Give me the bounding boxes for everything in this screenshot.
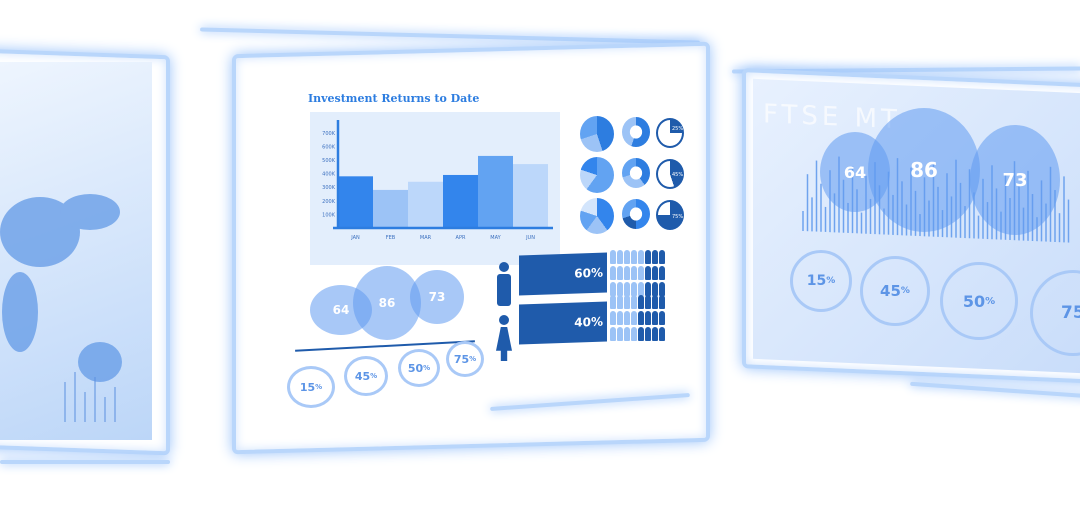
x-tick-label: MAY xyxy=(490,235,501,241)
glow-line xyxy=(910,381,1080,399)
person-icon xyxy=(624,295,630,309)
person-icon xyxy=(638,295,644,309)
percent-pie-75: 75% xyxy=(656,200,684,230)
person-icon xyxy=(631,266,637,280)
right-ring-15: 15% xyxy=(790,250,852,312)
person-icon xyxy=(631,311,637,325)
right-ring-45: 45% xyxy=(860,256,930,326)
person-icon xyxy=(624,250,630,264)
left-screen-world-map xyxy=(0,62,152,440)
ring-50: 50% xyxy=(398,349,440,387)
x-tick-label: APR xyxy=(456,235,466,241)
person-icon xyxy=(638,282,644,296)
person-icon xyxy=(659,311,665,325)
donut-chart xyxy=(622,199,650,229)
person-icon xyxy=(617,250,623,264)
person-icon xyxy=(652,250,658,264)
person-icon xyxy=(617,266,623,280)
percent-pie-25: 25% xyxy=(656,118,684,148)
y-tick-label: 200K xyxy=(322,199,336,205)
person-icon xyxy=(610,282,616,296)
person-icon xyxy=(617,282,623,296)
y-tick-label: 300K xyxy=(322,185,336,191)
bar-mar xyxy=(408,181,443,228)
person-icon xyxy=(610,327,616,341)
person-icon xyxy=(645,282,651,296)
donut-chart xyxy=(622,117,650,147)
person-icon xyxy=(659,295,665,309)
female-icon xyxy=(496,315,512,363)
right-bubble-73: 73 xyxy=(970,125,1060,235)
glow-line xyxy=(200,27,700,45)
chart-title: Investment Returns to Date xyxy=(308,92,480,105)
ring-15: 15% xyxy=(287,366,335,408)
y-tick-label: 100K xyxy=(322,212,336,218)
person-icon xyxy=(645,311,651,325)
person-icon xyxy=(645,295,651,309)
person-icon xyxy=(631,327,637,341)
person-icon xyxy=(652,266,658,280)
person-icon xyxy=(659,250,665,264)
donut-chart xyxy=(622,158,650,188)
person-icon xyxy=(638,250,644,264)
person-icon xyxy=(617,311,623,325)
person-icon xyxy=(638,327,644,341)
person-icon xyxy=(610,295,616,309)
person-icon xyxy=(645,266,651,280)
person-icon xyxy=(659,282,665,296)
bar-apr xyxy=(443,174,478,228)
pie-chart xyxy=(580,198,614,234)
bar-feb xyxy=(373,189,408,228)
person-icon xyxy=(638,311,644,325)
person-icon xyxy=(624,282,630,296)
y-tick-label: 500K xyxy=(322,158,336,164)
x-tick-label: JUN xyxy=(525,235,535,241)
person-icon xyxy=(610,250,616,264)
person-icon xyxy=(610,266,616,280)
bar-jan xyxy=(338,176,373,228)
person-icon xyxy=(652,295,658,309)
person-icon xyxy=(659,266,665,280)
ring-45: 45% xyxy=(344,356,388,396)
bubble-73: 73 xyxy=(410,270,464,324)
x-tick-label: MAR xyxy=(420,235,432,241)
person-icon xyxy=(624,311,630,325)
percent-pie-45: 45% xyxy=(656,159,684,189)
y-tick-label: 700K xyxy=(322,131,336,137)
ring-75: 75% xyxy=(446,341,484,377)
person-icon xyxy=(652,311,658,325)
x-tick-label: JAN xyxy=(350,235,360,241)
x-tick-label: FEB xyxy=(386,235,396,241)
bar-may xyxy=(478,155,513,228)
person-icon xyxy=(631,282,637,296)
person-icon xyxy=(617,327,623,341)
person-icon xyxy=(624,327,630,341)
pie-chart xyxy=(580,157,614,193)
person-icon xyxy=(617,295,623,309)
pie-chart xyxy=(580,116,614,152)
bar-chart: JAN FEB MAR APR MAY JUN 100K 200K 300K 400K 500K 60… xyxy=(310,112,560,265)
person-icon xyxy=(624,266,630,280)
bar-jun xyxy=(513,164,548,228)
person-icon xyxy=(638,266,644,280)
female-percent-bar: 40% xyxy=(519,301,607,345)
person-icon xyxy=(631,250,637,264)
right-ring-50: 50% xyxy=(940,262,1018,340)
glow-line xyxy=(0,460,170,464)
y-tick-label: 600K xyxy=(322,144,336,150)
person-icon xyxy=(652,282,658,296)
world-map-icon xyxy=(0,194,122,422)
male-icon xyxy=(496,262,512,308)
person-icon xyxy=(631,295,637,309)
person-icon xyxy=(645,327,651,341)
person-icon xyxy=(652,327,658,341)
person-icon xyxy=(659,327,665,341)
right-bubble-86: 86 xyxy=(868,108,980,232)
male-percent-bar: 60% xyxy=(519,252,607,296)
person-icon xyxy=(645,250,651,264)
person-icon xyxy=(610,311,616,325)
y-tick-label: 400K xyxy=(322,172,336,178)
bubble-86: 86 xyxy=(353,266,421,340)
